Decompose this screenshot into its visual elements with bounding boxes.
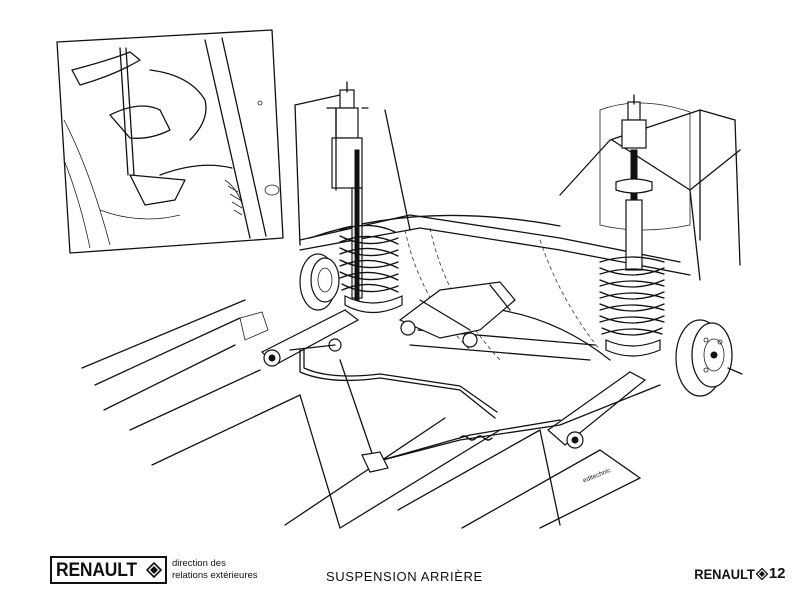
inset-detail bbox=[56, 29, 284, 254]
illustration-title: SUSPENSION ARRIÈRE bbox=[326, 569, 483, 584]
department-line-2: relations extérieures bbox=[171, 570, 258, 581]
center-bracket bbox=[398, 281, 516, 348]
anti-roll-bar bbox=[299, 349, 498, 419]
renault-logo-wordmark: RENAULT bbox=[56, 559, 137, 581]
renault-logo: RENAULT bbox=[50, 556, 167, 584]
model-badge: RENAULT 12 bbox=[689, 565, 786, 582]
model-brand: RENAULT bbox=[694, 565, 755, 582]
department-line-1: direction des bbox=[171, 558, 226, 569]
department-label: direction des relations extérieures bbox=[172, 558, 258, 582]
left-wheel-hub bbox=[299, 253, 340, 311]
left-shock-absorber bbox=[326, 81, 369, 301]
left-coil-spring bbox=[339, 224, 403, 314]
renault-diamond-icon bbox=[755, 567, 768, 580]
right-shock-absorber bbox=[615, 94, 653, 271]
right-coil-spring bbox=[599, 256, 665, 357]
right-trailing-arm bbox=[547, 371, 647, 449]
renault-diamond-icon bbox=[145, 562, 162, 578]
right-wheel-hub bbox=[675, 319, 743, 397]
floor-panel bbox=[81, 299, 641, 529]
handbrake-cable bbox=[339, 359, 661, 473]
model-number: 12 bbox=[768, 565, 786, 582]
publisher-block: RENAULT direction des relations extérieu… bbox=[50, 556, 258, 584]
left-trailing-arm bbox=[260, 309, 360, 367]
